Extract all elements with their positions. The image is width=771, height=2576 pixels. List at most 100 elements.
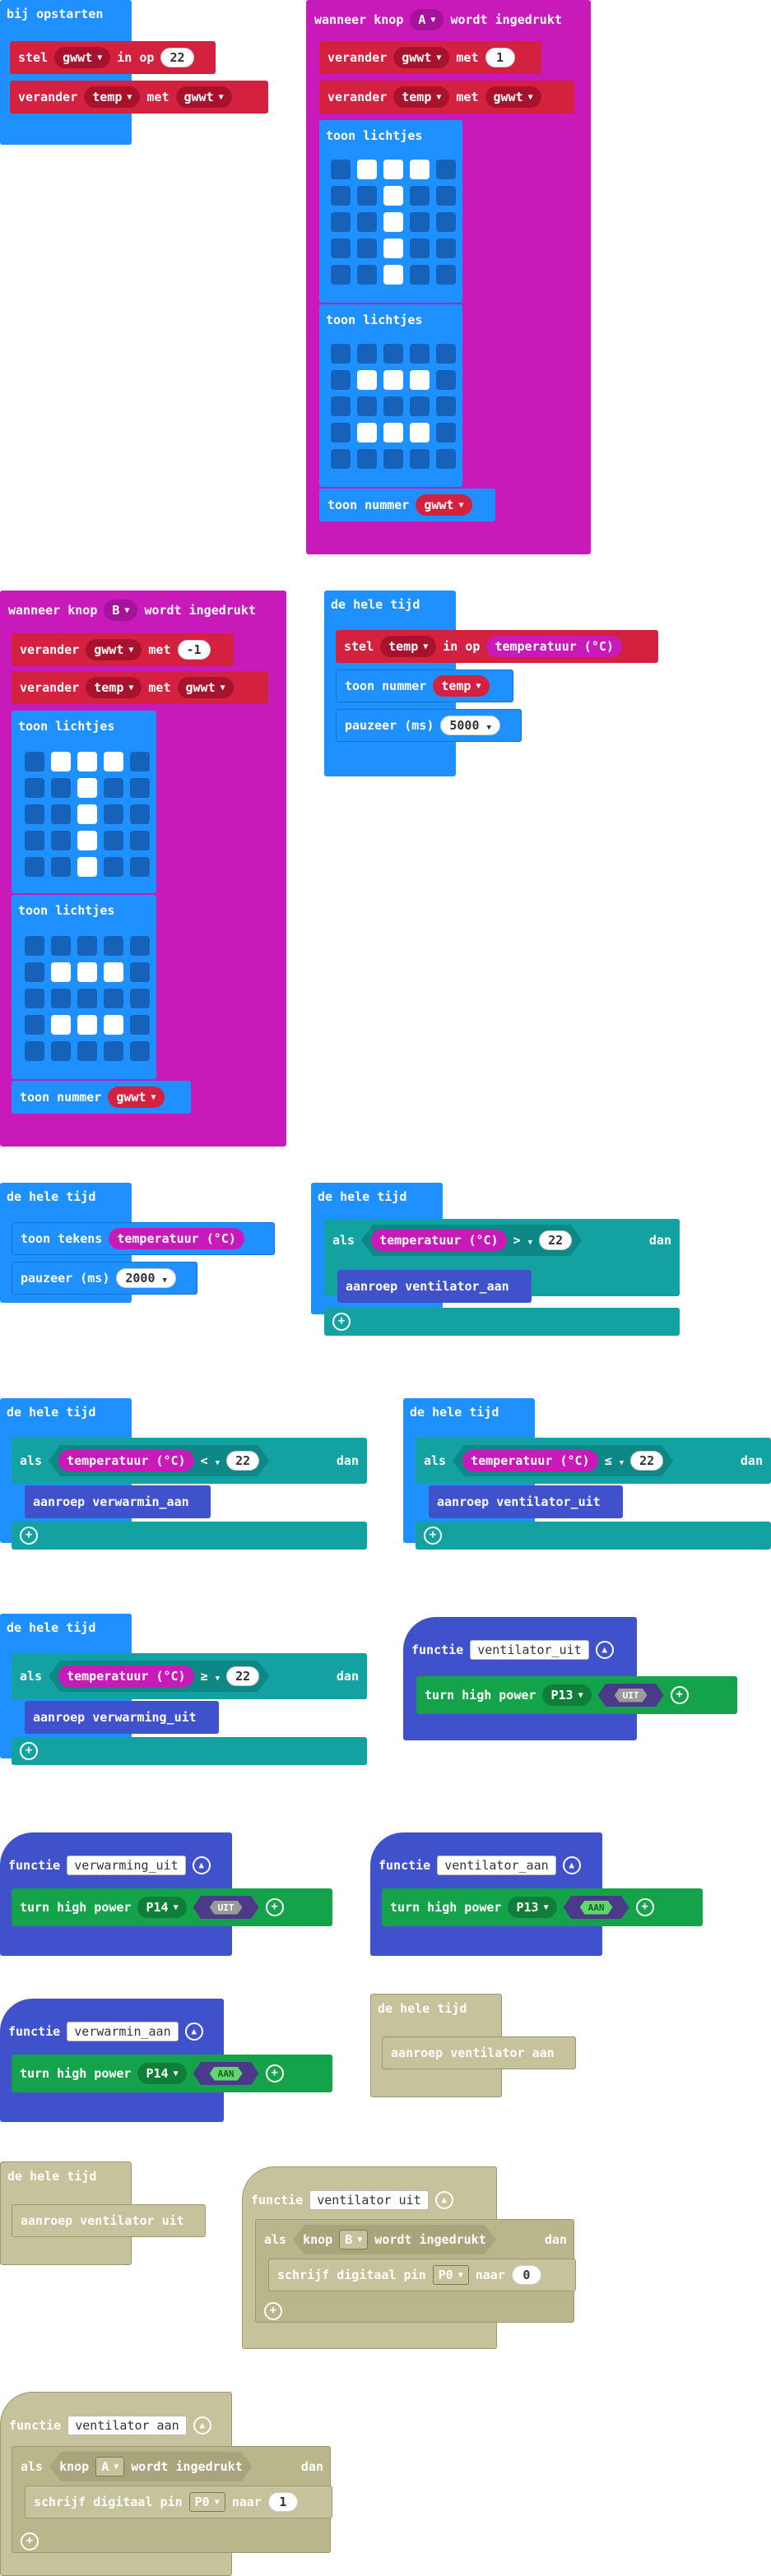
variable-dropdown[interactable]: gwwt▼ [54, 47, 111, 68]
if-block[interactable]: als temperatuur (°C) ≤ ▼ 22 dan [416, 1438, 771, 1484]
change-temp-block[interactable]: verander temp▼ met gwwt▼ [12, 671, 268, 704]
led-off[interactable] [436, 344, 456, 364]
show-number-block[interactable]: toon nummer temp▼ [336, 669, 513, 702]
collapse-icon[interactable]: ▲ [434, 2191, 453, 2209]
led-off[interactable] [51, 778, 71, 798]
show-number-block[interactable]: toon nummer gwwt▼ [319, 489, 495, 521]
led-off[interactable] [410, 186, 430, 206]
led-off[interactable] [130, 778, 150, 798]
led-on[interactable] [77, 962, 97, 982]
collapse-icon[interactable]: ▲ [562, 1856, 581, 1874]
number-input[interactable]: 22 [630, 1451, 663, 1471]
led-off[interactable] [104, 804, 123, 824]
led-off[interactable] [383, 449, 403, 469]
led-off[interactable] [104, 778, 123, 798]
led-off[interactable] [130, 804, 150, 824]
led-off[interactable] [130, 936, 150, 956]
led-on[interactable] [104, 962, 123, 982]
number-input[interactable]: -1 [177, 640, 211, 660]
function-name-input[interactable]: ventilator_uit [470, 1640, 589, 1660]
if-block[interactable]: als temperatuur (°C) < ▼ 22 dan [12, 1438, 367, 1484]
operator-dropdown[interactable]: ≤ ▼ [604, 1453, 625, 1468]
led-off[interactable] [331, 449, 351, 469]
variable-dropdown[interactable]: temp▼ [433, 675, 490, 697]
show-string-block[interactable]: toon tekens temperatuur (°C) [12, 1222, 275, 1255]
variable-dropdown[interactable]: gwwt▼ [108, 1086, 165, 1108]
temperature-reporter[interactable]: temperatuur (°C) [486, 636, 622, 657]
operator-dropdown[interactable]: > ▼ [513, 1233, 533, 1248]
led-off[interactable] [25, 831, 44, 850]
variable-dropdown[interactable]: gwwt▼ [485, 86, 541, 108]
variable-dropdown[interactable]: gwwt▼ [177, 677, 234, 698]
led-grid[interactable] [25, 936, 150, 1061]
turn-power-block[interactable]: turn high power P13▼ AAN + [382, 1888, 703, 1926]
led-off[interactable] [357, 212, 377, 232]
led-off[interactable] [357, 186, 377, 206]
led-on[interactable] [77, 1015, 97, 1035]
led-grid[interactable] [331, 160, 456, 285]
led-off[interactable] [130, 1015, 150, 1035]
led-off[interactable] [77, 989, 97, 1008]
led-on[interactable] [77, 831, 97, 850]
led-off[interactable] [357, 396, 377, 416]
state-toggle[interactable]: UIT [597, 1684, 664, 1707]
led-off[interactable] [25, 1015, 44, 1035]
add-branch-icon[interactable]: + [424, 1527, 442, 1545]
led-off[interactable] [436, 423, 456, 442]
led-off[interactable] [130, 1041, 150, 1061]
led-on[interactable] [383, 212, 403, 232]
variable-dropdown[interactable]: temp▼ [84, 86, 141, 108]
led-off[interactable] [436, 370, 456, 390]
disabled-call-block[interactable]: aanroep ventilator aan [382, 2036, 576, 2069]
led-off[interactable] [331, 212, 351, 232]
temperature-reporter[interactable]: temperatuur (°C) [58, 1666, 194, 1687]
turn-power-block[interactable]: turn high power P13▼ UIT + [416, 1676, 737, 1714]
collapse-icon[interactable]: ▲ [192, 1856, 211, 1874]
number-input[interactable]: 1 [485, 48, 515, 67]
led-off[interactable] [51, 989, 71, 1008]
add-parameter-icon[interactable]: + [635, 1898, 654, 1916]
led-on[interactable] [383, 423, 403, 442]
pause-block[interactable]: pauzeer (ms) 5000 ▼ [336, 709, 522, 742]
led-off[interactable] [331, 344, 351, 364]
led-off[interactable] [77, 936, 97, 956]
call-block[interactable]: aanroep ventilator_aan [337, 1270, 532, 1303]
variable-dropdown[interactable]: gwwt▼ [86, 639, 142, 660]
led-on[interactable] [410, 423, 430, 442]
change-gwwt-block[interactable]: verander gwwt▼ met 1 [319, 41, 541, 74]
if-block[interactable]: als temperatuur (°C) ≥ ▼ 22 dan [12, 1653, 367, 1699]
function-name-input[interactable]: ventilator aan [67, 2416, 187, 2435]
led-off[interactable] [436, 212, 456, 232]
led-on[interactable] [357, 370, 377, 390]
led-off[interactable] [410, 212, 430, 232]
button-dropdown[interactable]: B▼ [104, 600, 138, 621]
led-off[interactable] [51, 1041, 71, 1061]
led-off[interactable] [436, 160, 456, 179]
add-branch-icon[interactable]: + [20, 1527, 38, 1545]
led-on[interactable] [77, 804, 97, 824]
led-off[interactable] [130, 831, 150, 850]
led-off[interactable] [51, 804, 71, 824]
call-block[interactable]: aanroep verwarming_uit [25, 1701, 219, 1734]
temperature-reporter[interactable]: temperatuur (°C) [371, 1230, 507, 1251]
led-off[interactable] [51, 936, 71, 956]
led-off[interactable] [436, 396, 456, 416]
led-on[interactable] [104, 1015, 123, 1035]
led-on[interactable] [51, 752, 71, 771]
add-parameter-icon[interactable]: + [265, 1898, 284, 1916]
number-input[interactable]: 0 [511, 2265, 541, 2285]
led-off[interactable] [130, 989, 150, 1008]
led-off[interactable] [357, 265, 377, 285]
disabled-call-block[interactable]: aanroep ventilator uit [12, 2204, 206, 2237]
led-off[interactable] [104, 831, 123, 850]
led-grid[interactable] [25, 752, 150, 877]
led-off[interactable] [331, 370, 351, 390]
variable-dropdown[interactable]: gwwt▼ [393, 47, 450, 68]
led-off[interactable] [25, 962, 44, 982]
change-gwwt-block[interactable]: verander gwwt▼ met -1 [12, 633, 234, 666]
led-off[interactable] [104, 936, 123, 956]
led-off[interactable] [410, 239, 430, 258]
variable-dropdown[interactable]: temp▼ [393, 86, 450, 108]
led-off[interactable] [357, 344, 377, 364]
led-on[interactable] [410, 370, 430, 390]
